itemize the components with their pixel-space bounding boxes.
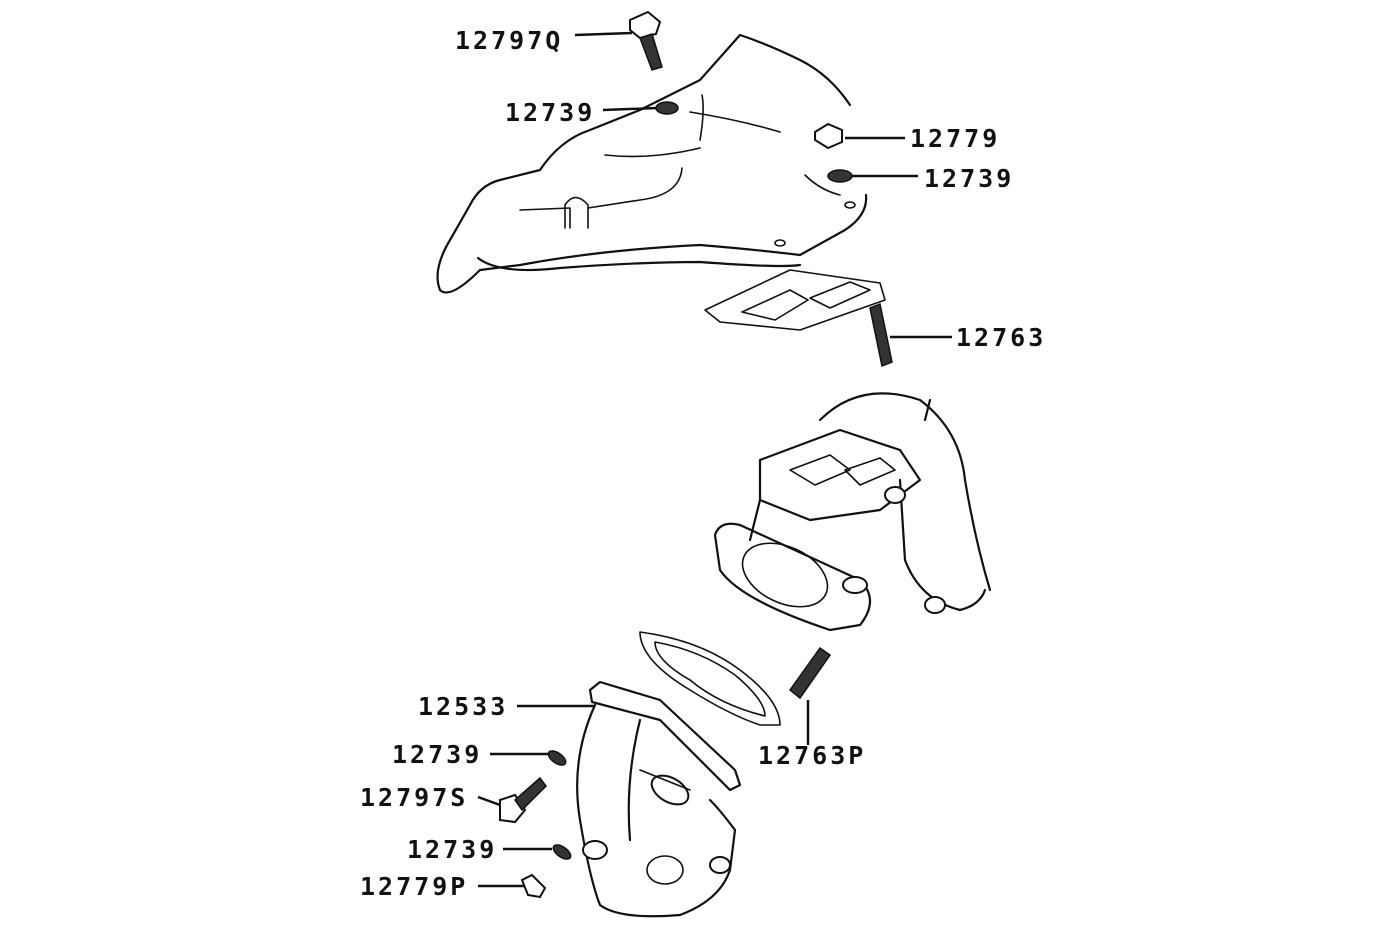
washer-lower-2 xyxy=(552,844,572,860)
label-stud-upper: 12763 xyxy=(956,323,1047,352)
turbo-housing xyxy=(713,392,992,632)
label-washer-top: 12739 xyxy=(505,98,596,127)
label-stud-lower: 12763P xyxy=(758,741,867,770)
heat-shield xyxy=(436,33,868,294)
nut-12779 xyxy=(814,122,843,150)
upper-gasket xyxy=(704,269,886,331)
label-washer-right: 12739 xyxy=(924,164,1015,193)
stud-12763p xyxy=(788,646,832,700)
bolt-12797s xyxy=(499,776,547,824)
label-bolt-top: 12797Q xyxy=(455,26,564,55)
outlet-elbow xyxy=(576,680,742,918)
label-bolt-lower: 12797S xyxy=(360,783,469,812)
nut-12779p xyxy=(520,873,547,899)
washer-right xyxy=(827,169,853,183)
label-washer-lower-2: 12739 xyxy=(407,835,498,864)
lower-gasket xyxy=(639,631,781,726)
bolt-12797q xyxy=(629,10,663,71)
label-nut-right: 12779 xyxy=(910,124,1001,153)
washer-top xyxy=(655,101,679,115)
label-washer-lower-1: 12739 xyxy=(392,740,483,769)
leader-lines xyxy=(477,31,952,888)
washer-lower-1 xyxy=(547,750,567,766)
label-elbow: 12533 xyxy=(418,692,509,721)
stud-12763 xyxy=(869,302,893,368)
label-nut-lower: 12779P xyxy=(360,872,469,901)
